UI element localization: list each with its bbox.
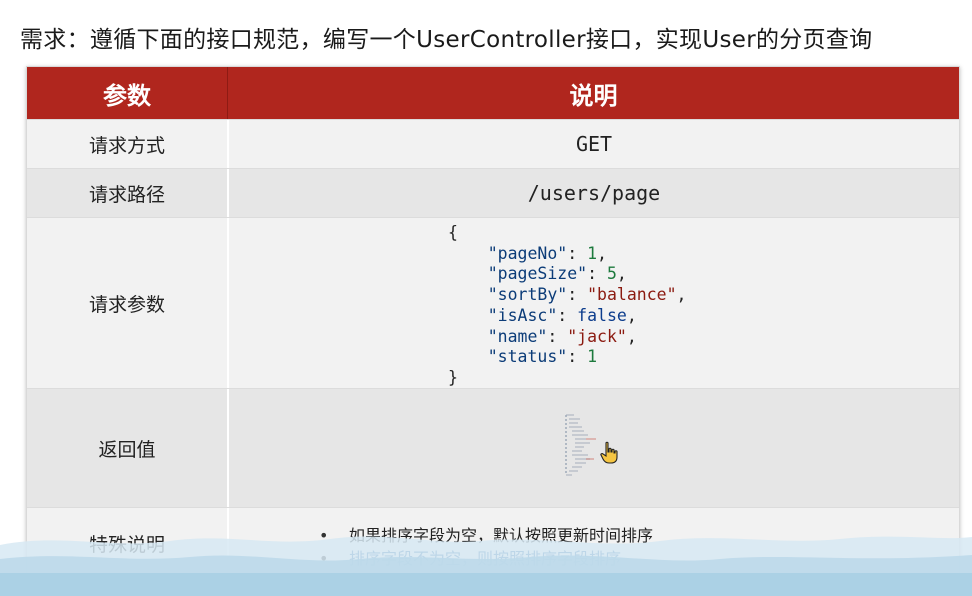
code-key-isasc: "isAsc": [487, 305, 558, 325]
code-val-sortby: "balance": [587, 285, 677, 305]
code-val-pageno: 1: [587, 243, 598, 263]
notes-list: • 如果排序字段为空，默认按照更新时间排序 • 排序字段不为空，则按照排序字段排…: [319, 508, 653, 570]
row-return: 返回值: [27, 388, 959, 507]
notes-value: • 如果排序字段为空，默认按照更新时间排序 • 排序字段不为空，则按照排序字段排…: [227, 508, 959, 578]
code-val-pagesize: 5: [606, 264, 617, 284]
bullet-icon: •: [319, 526, 329, 545]
note-text-1: 如果排序字段为空，默认按照更新时间排序: [349, 526, 654, 545]
code-open-brace: {: [448, 223, 458, 242]
code-key-pagesize: "pageSize": [487, 264, 588, 284]
table-header-row: 参数 说明: [27, 67, 959, 119]
code-key-pageno: "pageNo": [487, 243, 568, 263]
hand-pointer-icon: [600, 441, 618, 464]
return-label: 返回值: [98, 438, 156, 461]
code-key-name: "name": [487, 326, 548, 346]
return-value: [227, 389, 959, 507]
list-item: • 排序字段不为空，则按照排序字段排序: [319, 547, 653, 570]
row-notes: 特殊说明 • 如果排序字段为空，默认按照更新时间排序 • 排序字段不为空，则按照…: [27, 507, 959, 578]
header-desc: 说明: [227, 67, 959, 119]
method-label: 请求方式: [88, 134, 165, 157]
thumbnail-graphic: [565, 414, 596, 476]
code-val-name: "jack": [567, 326, 627, 346]
list-item: • 如果排序字段为空，默认按照更新时间排序: [319, 524, 653, 547]
code-val-isasc: false: [577, 305, 627, 325]
path-value: /users/page: [227, 169, 959, 217]
api-spec-table: 参数 说明 请求方式 GET 请求路径 /users/page 请求参数 { "…: [26, 66, 960, 579]
notes-label: 特殊说明: [88, 533, 165, 556]
header-param: 参数: [103, 81, 151, 110]
row-path: 请求路径 /users/page: [27, 168, 959, 217]
row-params: 请求参数 { "pageNo": 1, "pageSize": 5, "sort…: [27, 217, 959, 388]
method-value: GET: [227, 120, 959, 168]
code-close-brace: }: [448, 367, 458, 387]
page-headline: 需求：遵循下面的接口规范，编写一个UserController接口，实现User…: [20, 27, 873, 53]
code-key-status: "status": [487, 347, 568, 367]
note-text-2: 排序字段不为空，则按照排序字段排序: [349, 549, 622, 568]
row-method: 请求方式 GET: [27, 119, 959, 168]
params-label: 请求参数: [88, 293, 165, 316]
params-code-block: { "pageNo": 1, "pageSize": 5, "sortBy": …: [448, 223, 687, 387]
path-label: 请求路径: [88, 183, 165, 206]
code-key-sortby: "sortBy": [487, 285, 568, 305]
json-response-thumbnail[interactable]: [564, 413, 624, 483]
bullet-icon: •: [319, 549, 329, 568]
params-value: { "pageNo": 1, "pageSize": 5, "sortBy": …: [227, 218, 959, 388]
code-val-status: 1: [587, 347, 598, 367]
